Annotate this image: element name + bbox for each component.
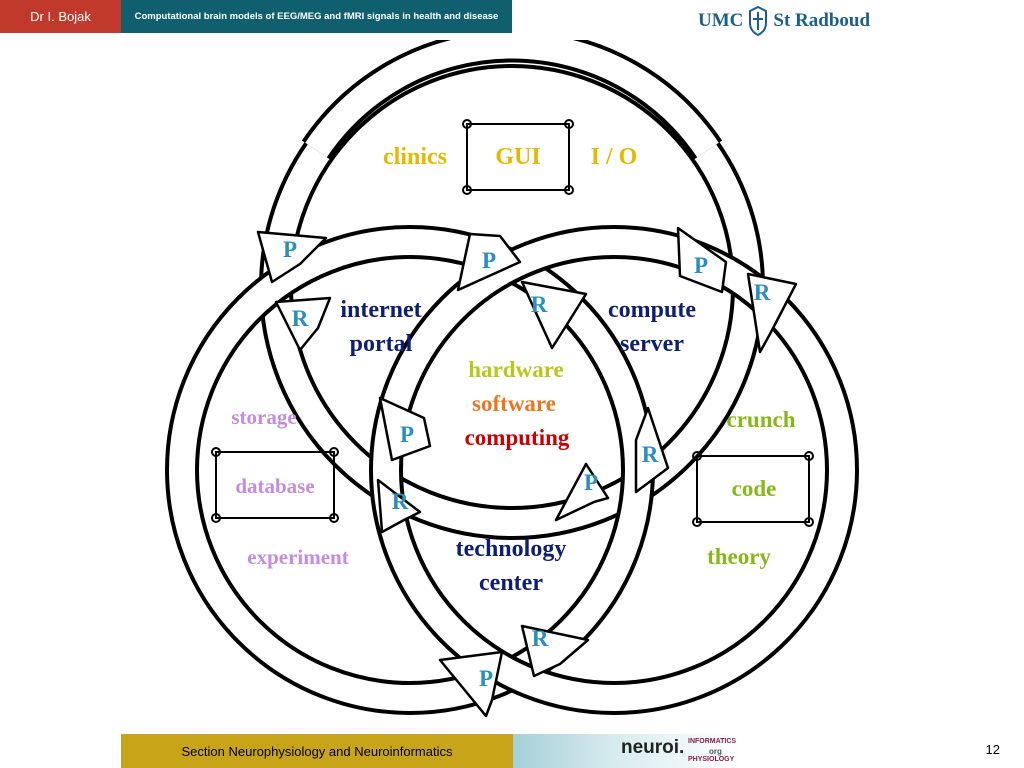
label-internet: internet <box>340 297 421 323</box>
arrow-p-top-center <box>456 232 522 292</box>
letter-p-top-left: P <box>283 237 297 262</box>
letter-p-top-center: P <box>482 248 496 273</box>
arrow-r-bottom <box>520 624 590 678</box>
arrow-r-top-left <box>274 296 332 352</box>
gui-box <box>462 119 574 195</box>
letter-p-center-left: P <box>400 422 414 447</box>
code-box <box>692 451 814 527</box>
letter-r-right: R <box>754 280 771 305</box>
letter-r-center: R <box>531 292 548 317</box>
label-crunch: crunch <box>727 407 796 432</box>
arrow-r-lower-left <box>376 478 422 534</box>
arrow-p-lower-center <box>554 462 610 522</box>
logo-physiology-text: PHYSIOLOGY <box>688 756 735 763</box>
logo-org-text: org <box>709 747 722 756</box>
label-experiment: experiment <box>247 545 348 569</box>
label-io: I / O <box>591 144 638 170</box>
label-theory: theory <box>707 544 771 569</box>
letter-r-top-left: R <box>292 306 309 331</box>
arrow-p-center-left <box>378 396 432 462</box>
label-compute: compute <box>608 297 696 323</box>
letter-r-center-right: R <box>642 442 659 467</box>
logo-umc-text: UMC <box>698 10 744 31</box>
logo-informatics-text: INFORMATICS <box>688 738 737 745</box>
page-number: 12 <box>985 742 1000 757</box>
label-code: code <box>732 476 777 501</box>
label-hardware: hardware <box>468 357 563 382</box>
database-box <box>211 447 339 523</box>
venn-diagram: clinics GUI I / O storage database exper… <box>0 40 1024 718</box>
label-storage: storage <box>231 405 296 429</box>
arrow-r-center <box>520 280 588 350</box>
presentation-title: Computational brain models of EEG/MEG an… <box>121 0 512 33</box>
arrow-r-center-right <box>634 406 670 494</box>
author-label: Dr I. Bojak <box>0 0 121 33</box>
arrow-p-top-left <box>256 230 328 284</box>
label-center: center <box>479 570 543 596</box>
logo-radboud-text: St Radboud <box>773 10 871 31</box>
letter-r-lower-left: R <box>392 489 409 514</box>
footer-section-label: Section Neurophysiology and Neuroinforma… <box>121 734 513 768</box>
logo-neuro-text: neuroi. <box>621 737 685 758</box>
arrow-p-bottom <box>438 650 504 718</box>
ring-top-overlap <box>301 40 723 160</box>
label-clinics: clinics <box>383 144 447 170</box>
arrow-r-right <box>746 272 798 354</box>
label-server: server <box>620 331 684 357</box>
letter-p-bottom: P <box>479 666 493 691</box>
arrow-p-top-right <box>676 226 728 294</box>
umc-logo: UMC St Radboud <box>698 4 870 38</box>
letter-p-lower-center: P <box>584 470 598 495</box>
letter-p-top-right: P <box>694 253 708 278</box>
label-technology: technology <box>456 536 567 562</box>
label-computing: computing <box>465 425 570 450</box>
letter-r-bottom: R <box>532 626 549 651</box>
label-gui: GUI <box>495 144 540 170</box>
label-portal: portal <box>350 331 413 357</box>
neuroinformatics-logo[interactable]: neuroi. INFORMATICS org PHYSIOLOGY <box>513 734 741 768</box>
crest-icon <box>749 5 768 37</box>
label-software: software <box>472 391 556 416</box>
label-database: database <box>235 474 314 498</box>
